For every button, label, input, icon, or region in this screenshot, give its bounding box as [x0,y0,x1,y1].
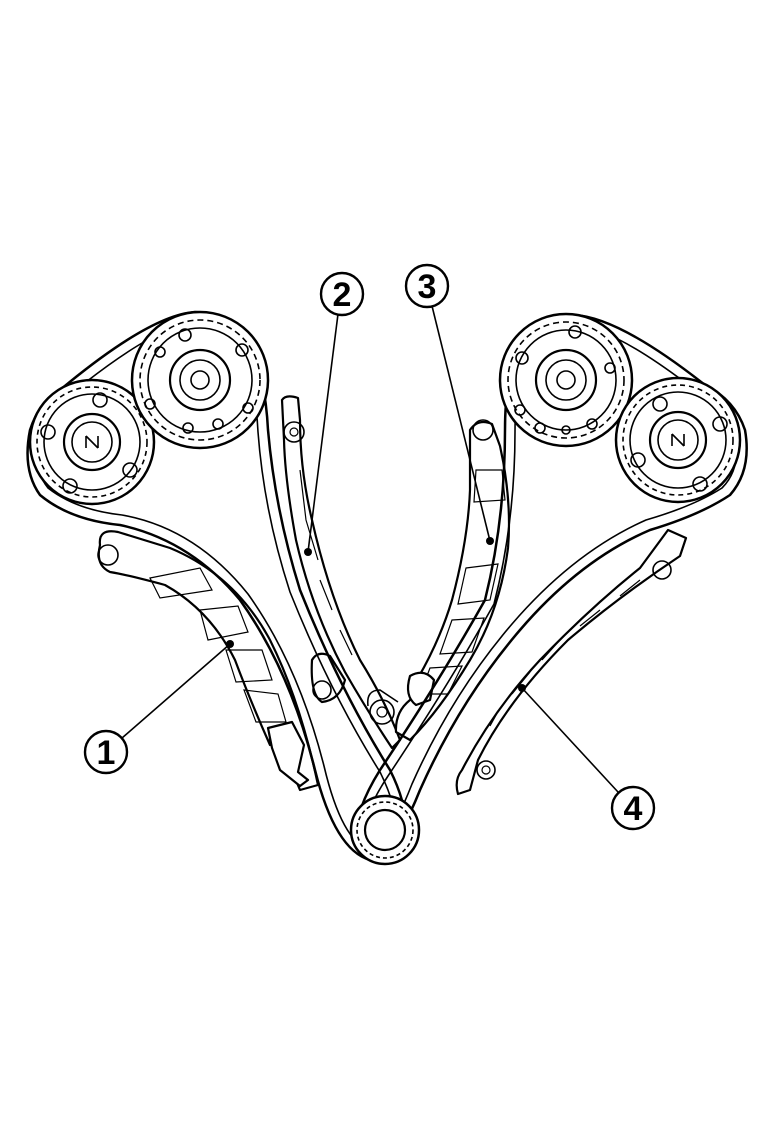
right-tensioner-arm [366,419,511,742]
right-intake-camshaft-sprocket [498,312,634,448]
callout-1: 1 [83,640,234,775]
callout-1-label: 1 [97,734,116,772]
left-tensioner-arm [97,530,320,792]
right-exhaust-camshaft-sprocket [614,376,742,504]
callout-2-label: 2 [333,276,352,314]
callout-4-label: 4 [624,790,643,828]
left-intake-camshaft-sprocket [130,310,270,450]
callout-3-label: 3 [418,268,437,306]
right-chain-guide [455,528,688,796]
left-chain-guide [280,395,402,750]
left-exhaust-camshaft-sprocket [28,378,156,506]
callout-3: 3 [404,263,494,545]
callout-4: 4 [518,684,656,831]
crankshaft-sprocket [349,794,421,866]
callout-2: 2 [304,271,365,556]
